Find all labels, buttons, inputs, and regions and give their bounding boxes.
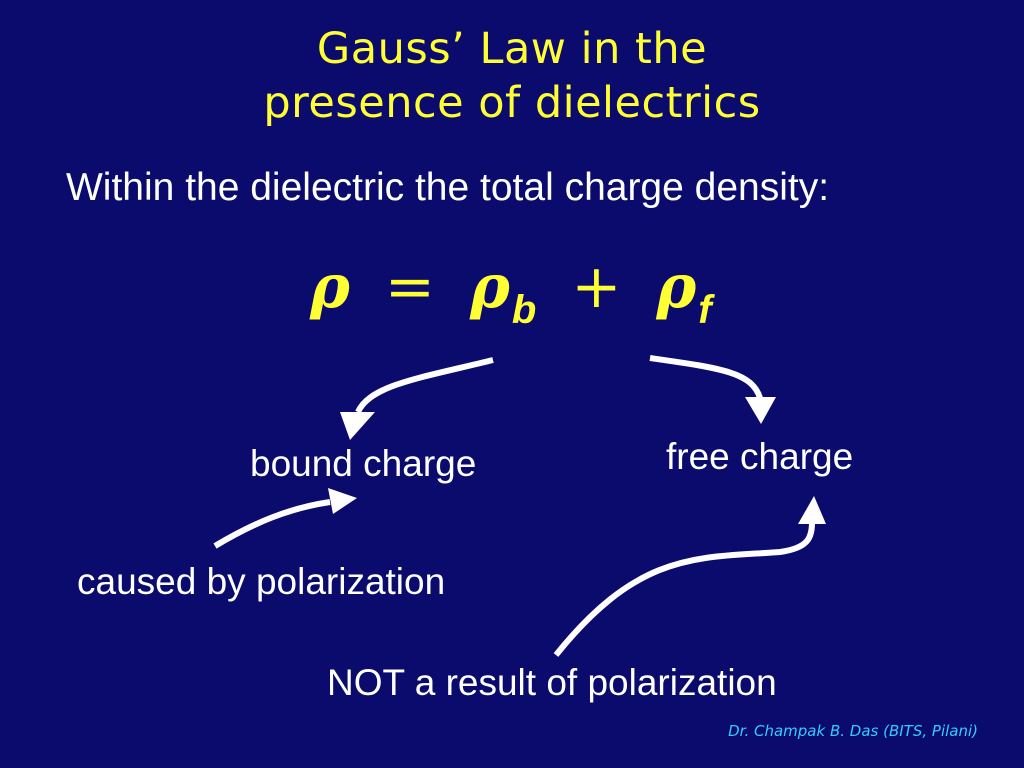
slide-title: Gauss’ Law in the presence of dielectric… <box>0 22 1024 130</box>
equation-equals: = <box>384 252 436 322</box>
caused-by-polarization-label: caused by polarization <box>77 561 446 602</box>
bound-charge-label: bound charge <box>250 443 477 484</box>
arrow-to-bound-charge <box>355 357 494 414</box>
author-footer: Dr. Champak B. Das (BITS, Pilani) <box>728 722 978 740</box>
arrow-caused-to-bound-head <box>328 488 357 514</box>
arrow-caused-to-bound <box>213 499 331 549</box>
charge-density-equation: ρ = ρb + ρf <box>310 252 712 332</box>
equation-subscript-b: b <box>511 288 537 332</box>
title-line-1: Gauss’ Law in the <box>316 24 708 74</box>
arrow-to-free-charge-head <box>745 397 776 424</box>
subtitle-text: Within the dielectric the total charge d… <box>66 166 830 209</box>
equation-subscript-f: f <box>698 288 712 332</box>
not-result-of-polarization-label: NOT a result of polarization <box>327 662 777 703</box>
arrow-not-to-free-head <box>798 496 826 524</box>
arrow-not-to-free <box>553 521 815 657</box>
arrow-to-bound-charge-head <box>340 412 375 440</box>
title-line-2: presence of dielectrics <box>263 78 761 128</box>
equation-lhs: ρ <box>310 252 350 322</box>
free-charge-label: free charge <box>666 436 854 477</box>
equation-term-bound: ρ <box>469 252 510 322</box>
arrow-to-free-charge <box>649 355 763 400</box>
equation-plus: + <box>571 252 622 322</box>
equation-term-free: ρ <box>656 252 697 322</box>
